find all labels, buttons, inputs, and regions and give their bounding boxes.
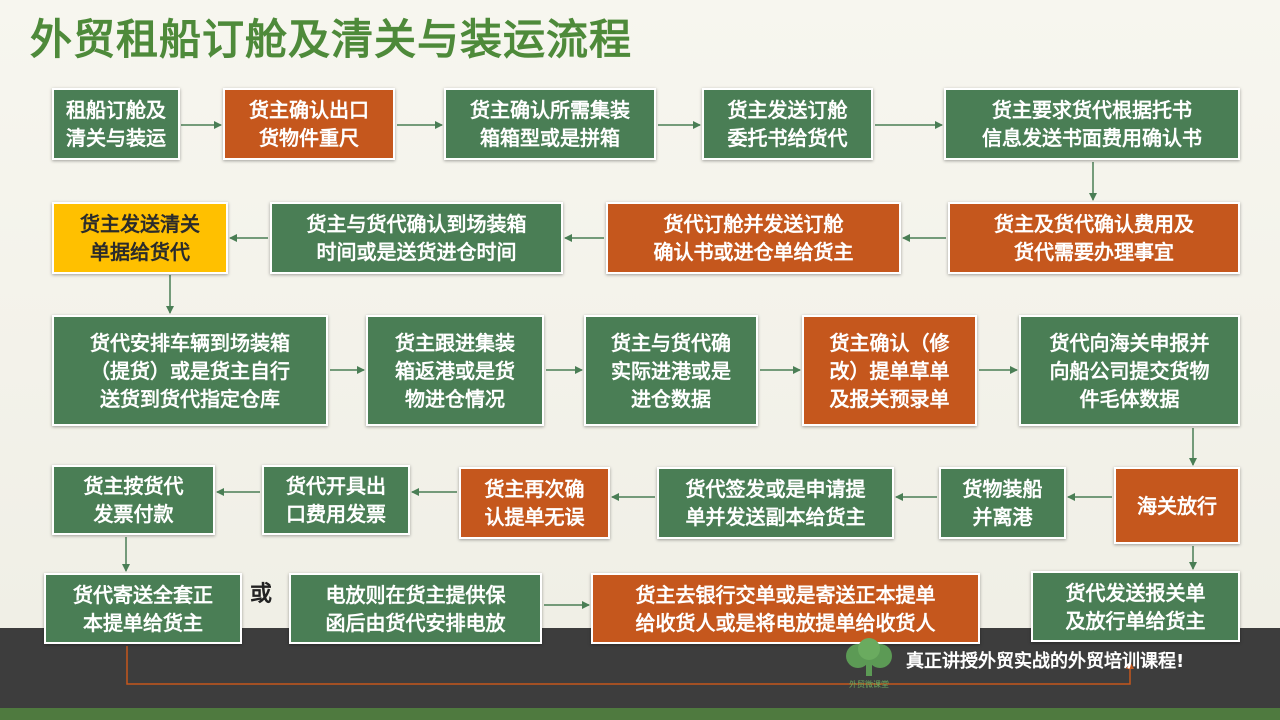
step-customs-declaration: 货代向海关申报并 向船公司提交货物 件毛体数据 (1019, 315, 1240, 426)
step-vessel-departure: 货物装船 并离港 (939, 467, 1066, 539)
step-confirm-bl-draft: 货主确认（修 改）提单草单 及报关预录单 (802, 315, 977, 426)
step-track-container-return: 货主跟进集装 箱返港或是货 物进仓情况 (366, 315, 544, 426)
step-reconfirm-bl: 货主再次确 认提单无误 (459, 467, 610, 539)
slide-title: 外贸租船订舱及清关与装运流程 (30, 15, 633, 64)
step-issue-bl-copy: 货代签发或是申请提 单并发送副本给货主 (657, 467, 894, 539)
tree-logo-icon: 外贸微课堂 (846, 638, 892, 689)
arrow-return-line (126, 646, 1134, 685)
step-send-customs-docs: 货代发送报关单 及放行单给货主 (1031, 571, 1240, 642)
step-bank-documents: 货主去银行交单或是寄送正本提单 给收货人或是将电放提单给收货人 (591, 573, 980, 644)
step-confirm-cargo-dimensions: 货主确认出口 货物件重尺 (223, 88, 395, 160)
footer-slogan: 真正讲授外贸实战的外贸培训课程! (906, 651, 1185, 672)
step-confirm-container-type: 货主确认所需集装 箱箱型或是拼箱 (444, 88, 656, 160)
or-label: 或 (250, 582, 273, 607)
step-arrange-trucking: 货代安排车辆到场装箱 （提货）或是货主自行 送货到货代指定仓库 (52, 315, 328, 426)
step-send-booking-instruction: 货主发送订舱 委托书给货代 (702, 88, 873, 160)
step-send-clearance-docs: 货主发送清关 单据给货代 (52, 202, 228, 274)
step-customs-release: 海关放行 (1114, 467, 1240, 544)
step-start-chartering: 租船订舱及 清关与装运 (52, 88, 180, 160)
footer-strip (0, 708, 1280, 720)
step-request-fee-confirmation: 货主要求货代根据托书 信息发送书面费用确认书 (944, 88, 1240, 160)
step-booking-confirmation: 货代订舱并发送订舱 确认书或进仓单给货主 (606, 202, 901, 274)
step-confirm-loading-time: 货主与货代确认到场装箱 时间或是送货进仓时间 (270, 202, 563, 274)
step-confirm-port-entry: 货主与货代确 实际进港或是 进仓数据 (584, 315, 758, 426)
logo-text: 外贸微课堂 (849, 679, 889, 689)
step-send-original-bl: 货代寄送全套正 本提单给货主 (44, 573, 242, 644)
step-issue-invoice: 货代开具出 口费用发票 (262, 465, 410, 535)
step-telex-release: 电放则在货主提供保 函后由货代安排电放 (289, 573, 542, 644)
step-confirm-fees: 货主及货代确认费用及 货代需要办理事宜 (948, 202, 1240, 274)
step-pay-invoice: 货主按货代 发票付款 (52, 465, 215, 535)
